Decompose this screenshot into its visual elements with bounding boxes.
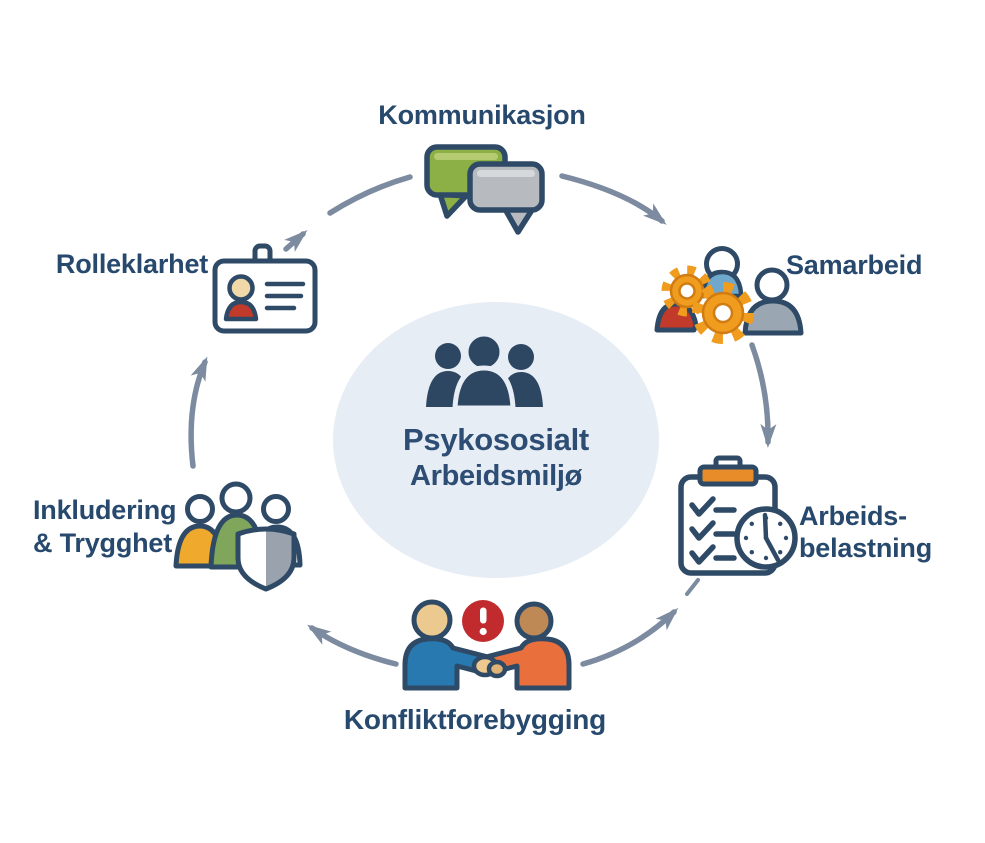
speech-bubbles-icon — [424, 144, 545, 235]
white-person-head — [261, 494, 291, 524]
label-kommunikasjon: Kommunikasjon — [282, 99, 682, 132]
label-arbeidsbelastning: Arbeids- belastning — [799, 500, 932, 564]
people-gears-icon — [654, 246, 804, 344]
right-person-head — [514, 601, 554, 641]
team-right-head — [508, 344, 534, 370]
clock-minute-hand — [762, 512, 769, 541]
arrow-rolleklarhet-to-kommunikasjon-shaft — [327, 174, 413, 216]
gear-large-teeth — [692, 282, 754, 344]
people-shield-icon — [173, 481, 303, 592]
label-inkludering-line2: & Trygghet — [33, 528, 173, 558]
label-inkludering-trygghet: Inkludering & Trygghet — [33, 494, 177, 560]
center-title-line1: Psykososialt — [403, 422, 589, 457]
arrow-rolleklarhet-to-kommunikasjon-head — [283, 230, 308, 252]
label-rolleklarhet-line: Rolleklarhet — [55, 249, 209, 279]
label-konfliktforebygging-line: Konfliktforebygging — [343, 704, 607, 735]
gray-bubble-highlight — [477, 170, 535, 177]
shield-icon — [235, 526, 297, 592]
shield-outline — [235, 526, 297, 592]
team-middle-head — [463, 331, 505, 373]
gear-large-hole — [712, 302, 734, 324]
gear-large-icon — [692, 282, 754, 344]
alert-exclamation-dot — [479, 627, 487, 636]
checkmark-1 — [689, 496, 716, 517]
label-arbeidsbelastning-line2: belastning — [799, 533, 933, 563]
badge-photo-head — [227, 274, 255, 302]
arrow-konflikt-to-arbeidsbelastning-stub — [685, 578, 700, 596]
team-group-icon — [426, 331, 543, 411]
team-middle-body — [452, 365, 516, 411]
green-bubble-highlight — [434, 153, 498, 160]
orange-person-head — [185, 494, 215, 524]
label-arbeidsbelastning-line1: Arbeids- — [799, 501, 907, 531]
arrow-samarbeid-to-arbeidsbelastning — [749, 342, 777, 448]
gear-small-hole — [678, 282, 696, 300]
badge-text-lines — [264, 281, 306, 311]
alert-exclamation-bar — [480, 607, 487, 624]
arrow-inkludering-to-rolleklarhet — [188, 356, 208, 469]
front-person-head — [754, 267, 790, 303]
label-konfliktforebygging: Konfliktforebygging — [175, 703, 775, 737]
label-inkludering-line1: Inkludering — [33, 495, 177, 525]
label-rolleklarhet: Rolleklarhet — [2, 248, 262, 281]
clipboard-clock-icon — [678, 455, 798, 576]
id-badge-icon — [212, 243, 318, 334]
green-person-head — [219, 481, 253, 515]
checkmark-2 — [689, 520, 716, 541]
center-title-line2: Arbeidsmiljø — [409, 460, 583, 492]
clock-icon — [734, 506, 798, 570]
label-samarbeid: Samarbeid — [786, 249, 922, 282]
left-person-head — [411, 599, 453, 641]
alert-icon — [462, 600, 504, 642]
center-title: Psykososialt Arbeidsmiljø — [333, 421, 659, 494]
arrow-konflikt-to-inkludering — [307, 624, 399, 667]
label-kommunikasjon-line: Kommunikasjon — [378, 100, 586, 130]
checkmark-3 — [689, 544, 716, 565]
handshake-alert-icon — [402, 599, 572, 691]
center-circle — [333, 302, 659, 578]
arrow-konflikt-to-arbeidsbelastning — [580, 607, 679, 667]
clock-hour-hand — [763, 535, 781, 563]
cycle-arrows — [188, 173, 777, 667]
clipboard-clip-bar — [697, 464, 759, 487]
team-left-head — [435, 343, 461, 369]
arrow-kommunikasjon-to-samarbeid — [559, 173, 667, 225]
label-samarbeid-line: Samarbeid — [786, 250, 923, 280]
badge-photo-body — [223, 299, 259, 322]
handshake-hand-right — [486, 659, 508, 679]
